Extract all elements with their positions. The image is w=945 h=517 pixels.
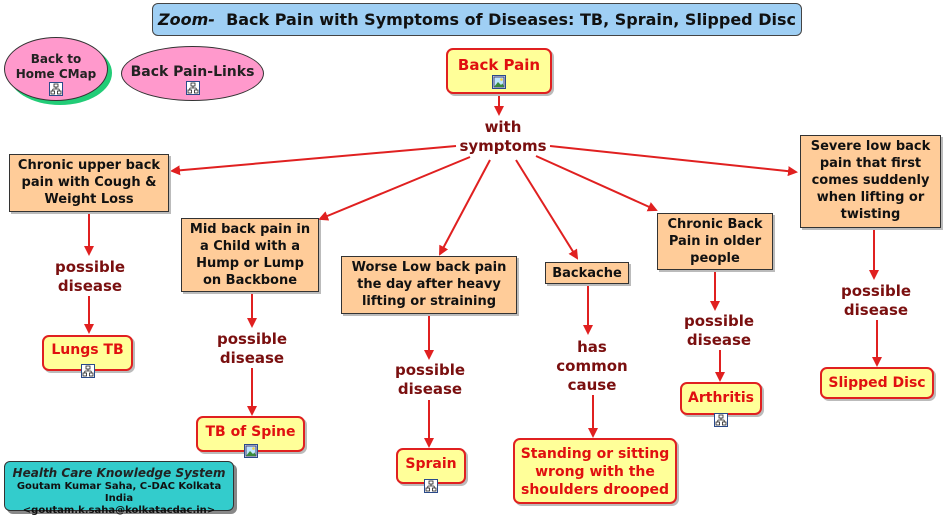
root-concept-back-pain[interactable]: Back Pain xyxy=(446,48,552,94)
concept-map-icon[interactable] xyxy=(185,81,200,95)
back-to-home-button[interactable]: Back to Home CMap xyxy=(4,37,108,101)
link-possible-disease-3: possible disease xyxy=(394,361,466,398)
concept-map-icon[interactable] xyxy=(49,82,63,96)
link-possible-disease-5: possible disease xyxy=(840,282,912,319)
image-icon[interactable] xyxy=(243,444,258,458)
back-pain-links-button[interactable]: Back Pain-Links xyxy=(121,46,264,101)
footer-credits: Health Care Knowledge System Goutam Kuma… xyxy=(4,461,234,516)
author-email: <goutam.k.saha@kolkatacdac.in> xyxy=(22,505,216,516)
link-has-common-cause: has common cause xyxy=(556,338,628,394)
cause-standing-sitting[interactable]: Standing or sitting wrong with the shoul… xyxy=(513,438,677,504)
symptom-low-back-lifting[interactable]: Worse Low back pain the day after heavy … xyxy=(341,256,517,314)
symptom-backache[interactable]: Backache xyxy=(545,262,629,284)
root-label: Back Pain xyxy=(457,56,541,74)
link-possible-disease-1: possible disease xyxy=(54,258,126,295)
title-text: Back Pain with Symptoms of Diseases: TB,… xyxy=(226,10,796,29)
symptom-mid-back-child[interactable]: Mid back pain in a Child with a Hump or … xyxy=(181,218,319,292)
concept-map-icon[interactable] xyxy=(714,413,728,427)
link-possible-disease-4: possible disease xyxy=(683,312,755,349)
disease-lungs-tb[interactable]: Lungs TB xyxy=(42,335,133,378)
author-name: Goutam Kumar Saha, C-DAC Kolkata India xyxy=(16,481,222,504)
concept-map-icon[interactable] xyxy=(424,479,438,493)
zoom-label: Zoom- xyxy=(158,10,215,29)
symptom-older-people[interactable]: Chronic Back Pain in older people xyxy=(657,213,773,270)
disease-arthritis[interactable]: Arthritis xyxy=(680,382,762,427)
page-title: Zoom- Back Pain with Symptoms of Disease… xyxy=(152,3,802,36)
disease-sprain[interactable]: Sprain xyxy=(396,448,466,493)
concept-map-icon[interactable] xyxy=(80,364,95,378)
system-name: Health Care Knowledge System xyxy=(12,466,226,480)
disease-tb-of-spine[interactable]: TB of Spine xyxy=(196,416,305,458)
link-with-symptoms: with symptoms xyxy=(459,118,547,155)
disease-slipped-disc[interactable]: Slipped Disc xyxy=(820,367,934,399)
image-icon[interactable] xyxy=(492,75,506,89)
back-to-home-label: Back to Home CMap xyxy=(15,52,97,81)
back-pain-links-label: Back Pain-Links xyxy=(130,64,255,80)
symptom-severe-low-back[interactable]: Severe low back pain that first comes su… xyxy=(800,135,941,228)
link-possible-disease-2: possible disease xyxy=(216,330,288,367)
symptom-upper-back[interactable]: Chronic upper back pain with Cough & Wei… xyxy=(9,154,169,212)
